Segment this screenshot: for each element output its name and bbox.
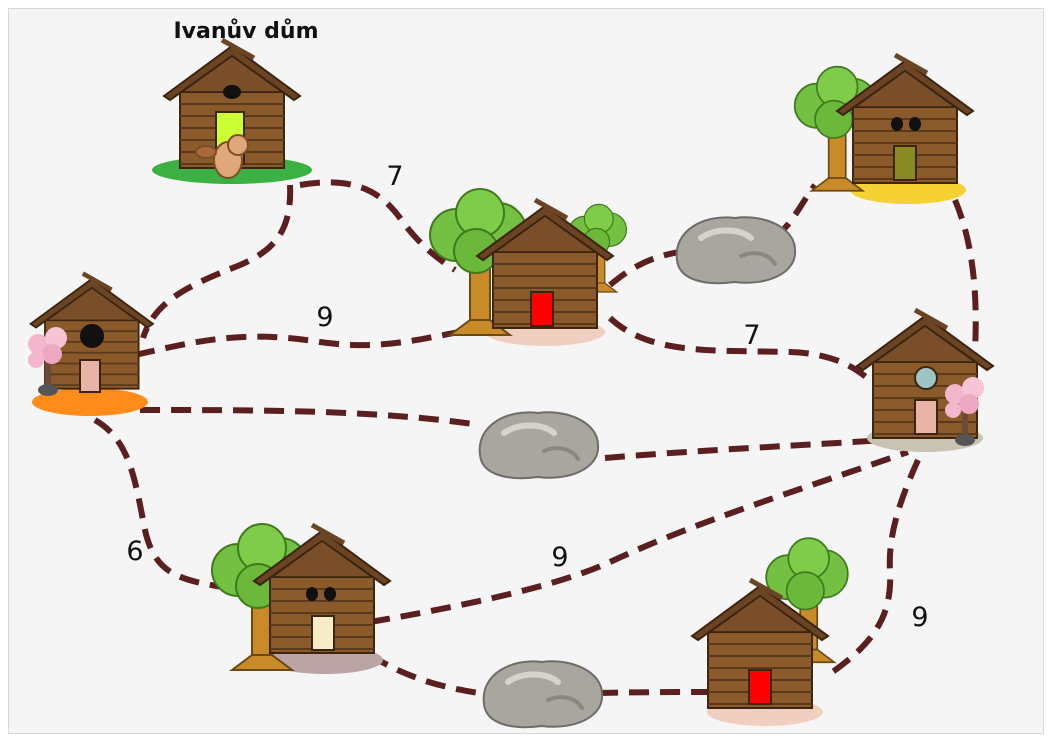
path-left-to-bottomleft <box>93 417 229 591</box>
edge-weight-right-bottomright: 9 <box>911 602 928 633</box>
house-left <box>28 274 153 416</box>
rock-icon <box>677 217 795 283</box>
house-center <box>429 188 628 346</box>
house-bottomleft <box>211 524 390 674</box>
house-bottomright <box>692 537 849 726</box>
house-topright <box>793 55 973 204</box>
edge-weight-center-right: 7 <box>743 320 760 351</box>
path-left-to-rock-mid <box>139 407 481 428</box>
edge-weight-bottomleft-right: 9 <box>551 542 568 573</box>
rock-icon <box>484 661 602 727</box>
path-left-to-center <box>134 325 486 358</box>
edge-weight-left-center: 9 <box>316 302 333 333</box>
path-rock-bottom-to-bottomright <box>597 689 721 696</box>
path-center-to-right <box>607 315 893 403</box>
path-bottomleft-to-rock-bottom <box>368 652 496 698</box>
rock-icon <box>480 412 598 478</box>
edge-weight-left-bottomleft: 6 <box>126 536 143 567</box>
house-right <box>857 310 993 452</box>
edge-weight-ivan-center: 7 <box>386 161 403 192</box>
path-rock-mid-to-right <box>604 437 886 461</box>
path-bottomleft-to-right <box>369 449 909 625</box>
path-ivan-to-left <box>140 184 294 339</box>
path-ivan-to-center <box>299 179 457 273</box>
house-ivan <box>152 40 312 184</box>
beaver-icon <box>195 134 249 179</box>
map-title: Ivanův dům <box>173 19 318 44</box>
path-right-to-bottomright <box>826 458 921 678</box>
